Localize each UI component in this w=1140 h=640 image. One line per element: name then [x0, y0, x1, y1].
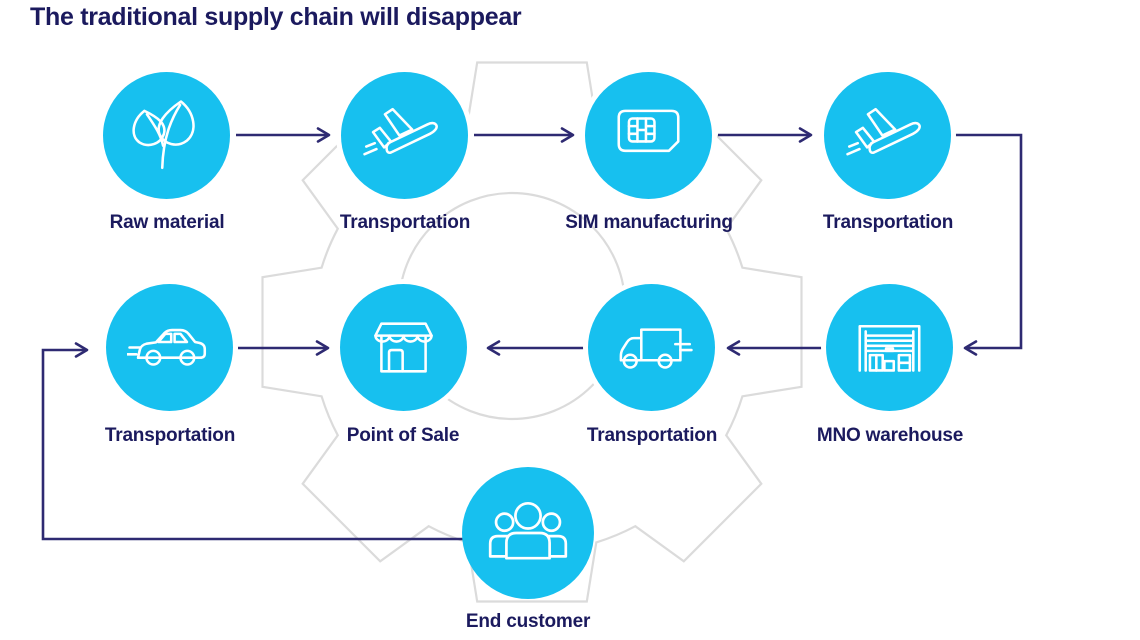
label-transportation-2: Transportation [822, 212, 954, 233]
label-transportation-car: Transportation [104, 425, 236, 446]
label-transportation-truck: Transportation [586, 425, 718, 446]
truck-icon [619, 328, 693, 369]
node-sim-manufacturing [585, 72, 712, 199]
warehouse-icon [858, 324, 921, 372]
node-transportation-car [106, 284, 233, 411]
node-mno-warehouse [826, 284, 953, 411]
label-end-customer: End customer [465, 611, 591, 632]
node-end-customer [462, 467, 594, 599]
label-point-of-sale: Point of Sale [346, 425, 460, 446]
node-transportation-2 [824, 72, 951, 199]
gear-background [261, 61, 803, 603]
storefront-icon [374, 322, 433, 373]
label-sim-manufacturing: SIM manufacturing [565, 212, 733, 233]
label-transportation-1: Transportation [339, 212, 471, 233]
leaf-icon [132, 100, 195, 170]
airplane-icon [846, 107, 921, 156]
node-transportation-truck [588, 284, 715, 411]
arrow-transportation-to-warehouse [951, 133, 1023, 356]
label-mno-warehouse: MNO warehouse [816, 425, 964, 446]
node-transportation-1 [341, 72, 468, 199]
label-raw-material: Raw material [109, 212, 225, 233]
flow-arrows [41, 127, 1023, 541]
node-point-of-sale [340, 284, 467, 411]
page-title: The traditional supply chain will disapp… [30, 3, 522, 31]
node-raw-material [103, 72, 230, 199]
airplane-icon [363, 107, 438, 156]
arrow-endcustomer-to-car [41, 342, 468, 541]
people-icon [488, 501, 568, 560]
sim-card-icon [617, 109, 680, 153]
car-icon [127, 328, 207, 366]
